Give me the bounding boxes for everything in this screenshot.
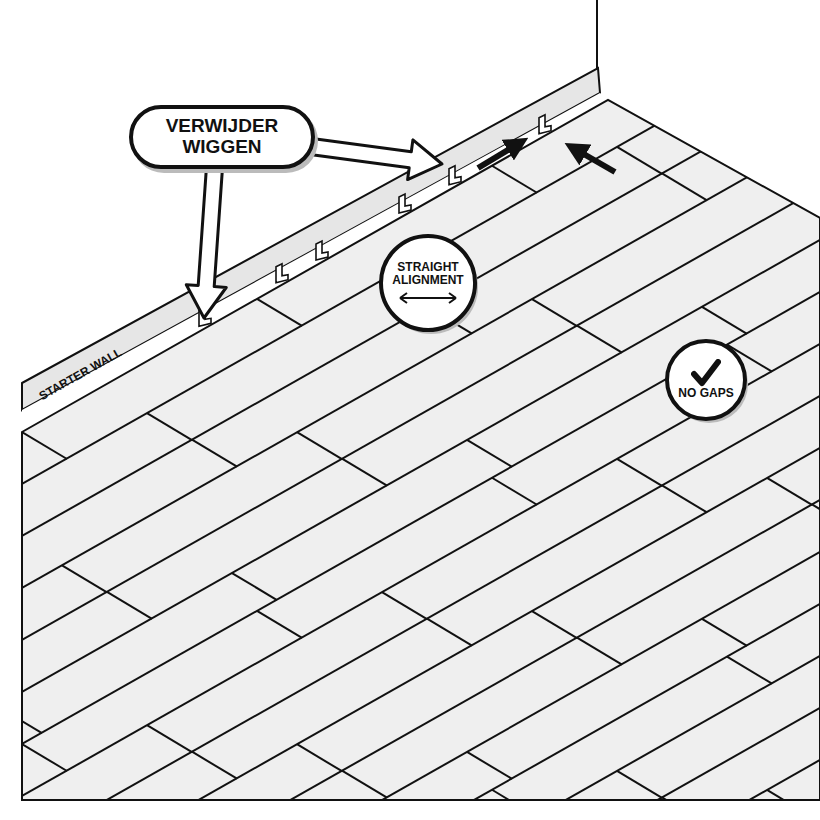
board-joint [532, 611, 577, 638]
wedge [539, 115, 551, 134]
board-joint [492, 790, 537, 817]
double-arrow [398, 291, 458, 305]
board-joint [727, 657, 772, 684]
board-joint [532, 299, 577, 326]
callout-arrow [186, 159, 226, 318]
board-joint [492, 478, 537, 505]
push-arrow [575, 149, 615, 172]
board-joint [0, 706, 42, 733]
board-joint [767, 166, 812, 193]
board-joint [147, 725, 192, 752]
board-joint [702, 307, 747, 334]
board-joint [767, 478, 812, 505]
callout-text: VERWIJDER WIGGEN [147, 116, 297, 158]
board-joint [192, 752, 237, 779]
board-joint [702, 619, 747, 646]
board-joint [147, 413, 192, 440]
board-joint [617, 147, 662, 174]
board-joint [427, 619, 472, 646]
board-joint [577, 638, 622, 665]
board-joint [617, 771, 662, 798]
board-joint [0, 573, 2, 600]
board-edge [22, 656, 820, 820]
wedge [316, 241, 328, 260]
callout-circle: NO GAPS [664, 338, 748, 422]
board-joint [107, 592, 152, 619]
callout-arrow [299, 137, 442, 180]
push-arrow [478, 144, 518, 168]
checkmark [691, 359, 721, 387]
board-edge [22, 500, 820, 820]
board-edge [22, 604, 820, 820]
board-joint [662, 797, 707, 820]
board-joint [727, 33, 772, 60]
board-joint [297, 744, 342, 771]
callout-text: STRAIGHT ALIGNMENT [390, 261, 466, 287]
board-joint [617, 459, 662, 486]
board-joint [382, 592, 427, 619]
board-joint [467, 752, 512, 779]
board-joint [22, 744, 67, 771]
board-edge [22, 32, 820, 484]
board-edge [22, 812, 820, 820]
board-joint [812, 504, 820, 531]
board-joint [342, 459, 387, 486]
board-edge [22, 188, 820, 640]
board-edge [22, 708, 820, 820]
wall-corner [596, 0, 598, 68]
board-joint [492, 166, 537, 193]
board-edge [22, 552, 820, 820]
board-joint [342, 771, 387, 798]
wedge [399, 194, 411, 213]
wedge [276, 264, 288, 283]
board-edge [22, 760, 820, 820]
board-joint [257, 611, 302, 638]
board-edge [22, 396, 820, 820]
board-joint [577, 326, 622, 353]
board-joint [232, 573, 277, 600]
board-joint [257, 299, 302, 326]
board-joint [812, 192, 820, 219]
board-joint [297, 432, 342, 459]
board-edge [22, 292, 820, 744]
board-edge [22, 448, 820, 820]
callout-circle: STRAIGHT ALIGNMENT [378, 233, 478, 333]
board-joint [22, 432, 67, 459]
board-joint [662, 485, 707, 512]
floor [22, 100, 820, 800]
board-joint [662, 173, 707, 200]
board-edge [22, 136, 820, 588]
callout-text: NO GAPS [678, 387, 733, 400]
wedge [449, 166, 461, 185]
board-joint [467, 440, 512, 467]
board-joint [62, 565, 107, 592]
board-joint [767, 790, 812, 817]
board-joint [192, 440, 237, 467]
callout-box: VERWIJDER WIGGEN [129, 105, 315, 169]
board-edge [22, 84, 820, 536]
board-joint [812, 816, 820, 820]
